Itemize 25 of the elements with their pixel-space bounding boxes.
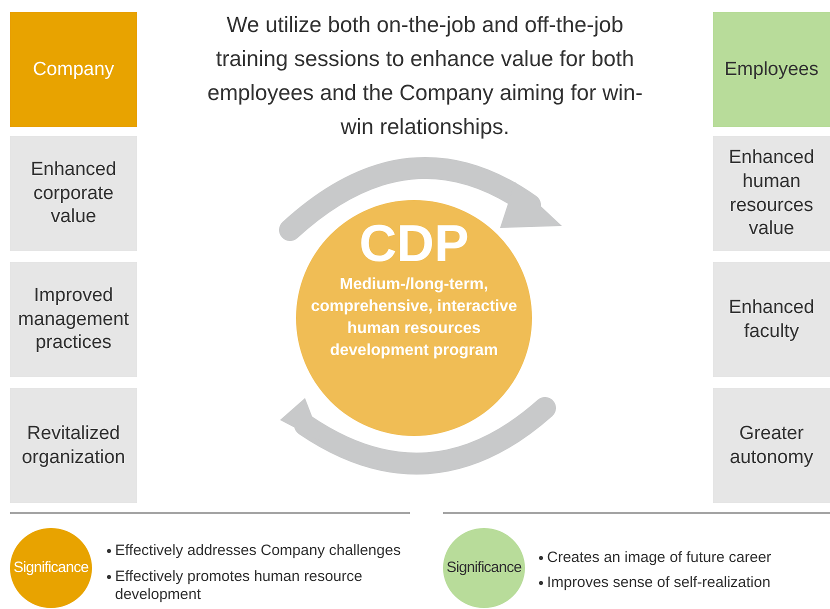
- header-box: [10, 12, 137, 127]
- node-label: Improved management practices: [17, 284, 130, 356]
- node-label: Employees: [724, 58, 818, 82]
- benefit-box: [10, 388, 137, 503]
- header-box: [713, 12, 830, 127]
- benefit-box: [713, 388, 830, 503]
- benefit-box: [713, 136, 830, 251]
- benefit-box: [10, 262, 137, 377]
- node-label: Enhanced faculty: [728, 296, 816, 344]
- node-label: Greater autonomy: [728, 422, 814, 470]
- bullet-text: Improves sense of self-realization: [547, 574, 772, 592]
- benefit-box: [10, 136, 137, 251]
- program-title: CDP: [358, 214, 470, 274]
- node-label: Enhanced corporate value: [30, 158, 118, 230]
- node-label: Revitalized organization: [20, 422, 126, 470]
- node-label: Company: [32, 58, 114, 82]
- node-label: Significance: [446, 558, 522, 578]
- bullet-text: Effectively addresses Company challenges: [115, 542, 402, 560]
- benefit-box: [713, 262, 830, 377]
- bullet-text: Creates an image of future career: [547, 549, 772, 567]
- node-label: Significance: [14, 558, 88, 578]
- heading-text: We utilize both on-the-job and off-the-job training sessions to enhance value for both employees and the Company aiming for win-win relationships.: [206, 11, 644, 141]
- node-label: Enhanced human resources value: [728, 146, 816, 241]
- program-description: Medium-/long-term, comprehensive, interactive human resources development program: [310, 275, 518, 361]
- bullet-text: Effectively promotes human resource development: [115, 568, 364, 604]
